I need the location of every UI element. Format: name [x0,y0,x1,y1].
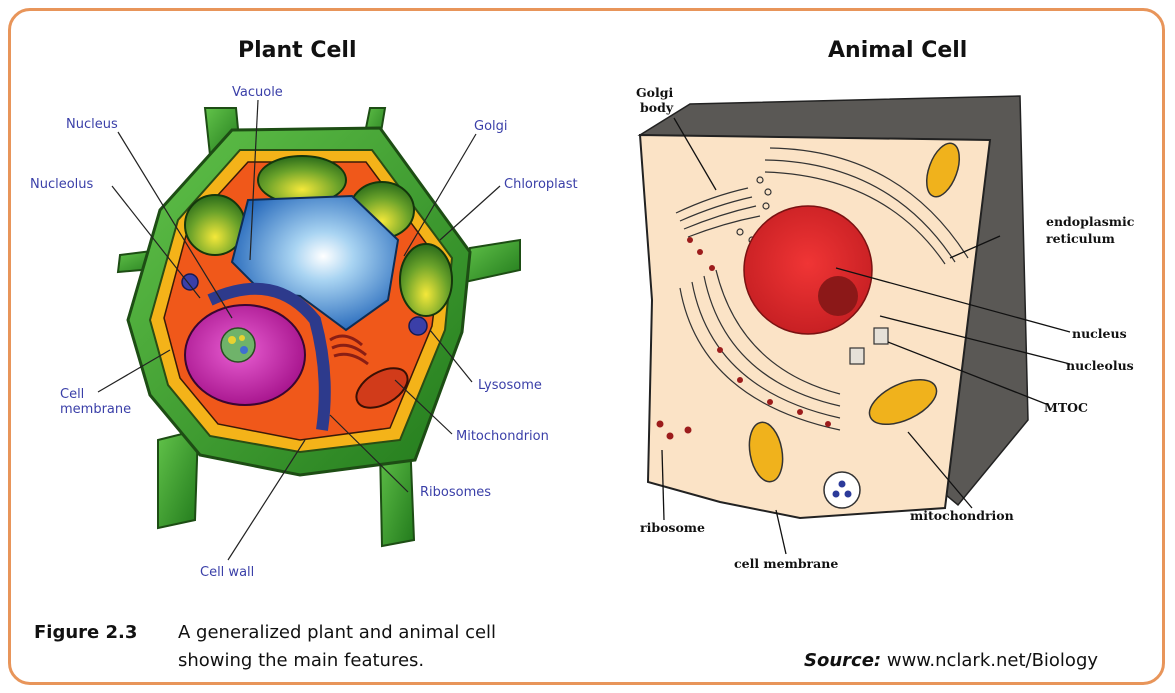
label-nucleus: Nucleus [66,117,118,132]
source-label: Source: [804,650,881,671]
label-golgi-body-line2: body [640,100,674,115]
label-ribosome: ribosome [640,520,705,535]
label-mtoc: MTOC [1044,400,1088,415]
label-cell-membrane-line2: membrane [60,402,131,417]
label-lysosome: Lysosome [478,378,542,393]
label-er-line2: reticulum [1046,231,1115,246]
source-url: www.nclark.net/Biology [887,650,1098,671]
label-chloroplast: Chloroplast [504,177,578,192]
label-golgi-body-line1: Golgi [636,85,674,100]
label-vacuole: Vacuole [232,85,283,100]
label-cell-membrane-animal: cell membrane [734,556,838,571]
label-nucleolus-animal: nucleolus [1066,358,1134,373]
animal-nucleus [744,206,872,334]
plant-nucleolus [221,328,255,362]
plant-cell: Vacuole Nucleus Golgi Nucleolus Chloropl… [30,85,578,580]
label-nucleolus: Nucleolus [30,177,94,192]
animal-nucleolus [818,276,858,316]
figure-number: Figure 2.3 [34,622,137,643]
lysosome [409,317,427,335]
source-credit: Source: www.nclark.net/Biology [804,650,1098,671]
label-mitochondrion-animal: mitochondrion [910,508,1014,523]
animal-cell: Golgi body endoplasmic reticulum nucleus… [636,85,1135,571]
label-ribosomes: Ribosomes [420,485,491,500]
caption-line2: showing the main features. [178,650,424,671]
label-nucleus-animal: nucleus [1072,326,1127,341]
label-er-line1: endoplasmic [1046,214,1135,229]
chloroplast [400,244,452,316]
label-golgi: Golgi [474,119,508,134]
lysosome [182,274,198,290]
label-mitochondrion: Mitochondrion [456,429,549,444]
animal-vesicle [824,472,860,508]
caption-line1: A generalized plant and animal cell [178,622,496,643]
label-cell-wall: Cell wall [200,565,254,580]
label-cell-membrane-line1: Cell [60,387,84,402]
